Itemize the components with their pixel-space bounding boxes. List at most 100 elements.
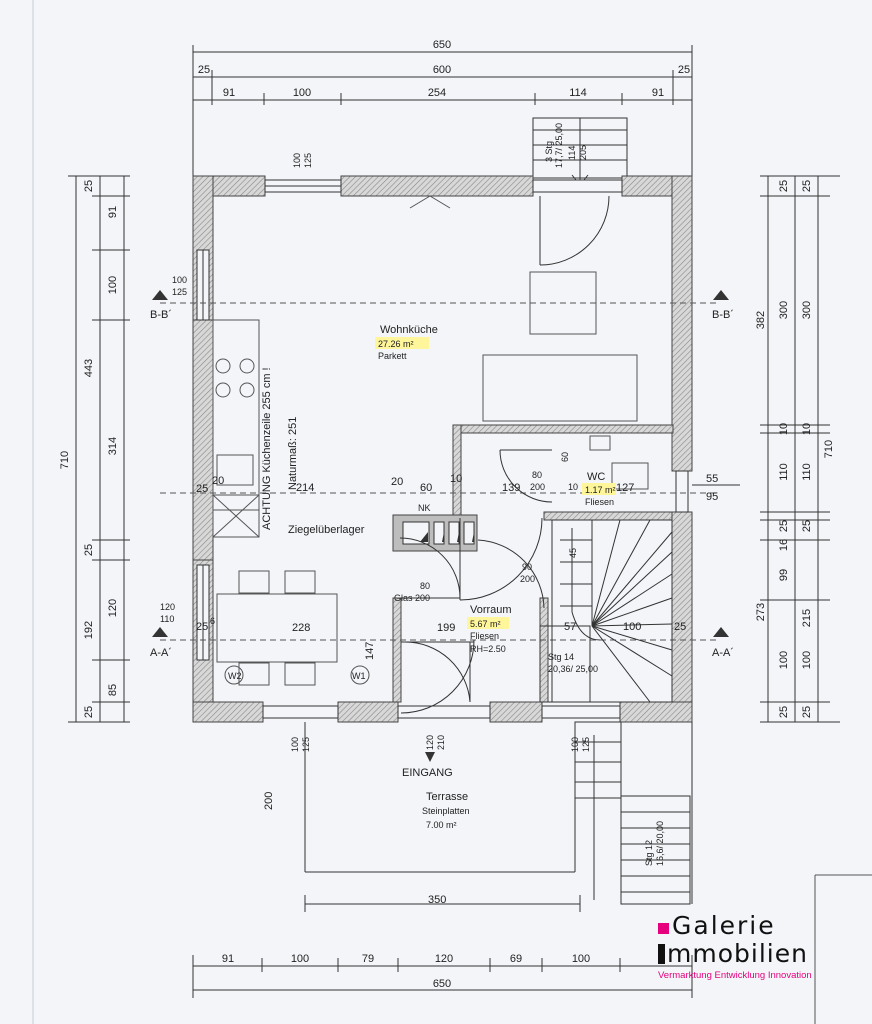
dim-bottom-seg2: 100: [291, 953, 309, 965]
label-glas-w: 80: [420, 581, 430, 591]
section-lines: [160, 302, 720, 641]
dim-top-inner: 600: [433, 64, 451, 76]
dim-top-wall-left: 25: [198, 64, 210, 76]
dim-right-s8: 110: [801, 463, 813, 481]
dim-200-door: 200: [520, 574, 535, 584]
dim-left-s6: 25: [83, 544, 95, 556]
label-stairs-main: Stg 14: [548, 652, 574, 662]
room-vorraum-rh: RH=2.50: [470, 644, 506, 654]
dim-199: 199: [437, 622, 455, 634]
dim-100-bot: 100: [290, 737, 300, 752]
dim-60-wc: 60: [560, 452, 570, 462]
top-dimensions: [192, 45, 693, 178]
label-stairs-main-rise: 20,36/ 25,00: [548, 664, 598, 674]
dim-right-s1: 25: [778, 180, 790, 192]
dim-bottom-total: 650: [433, 978, 451, 990]
label-nk: NK: [418, 503, 431, 513]
dim-terrace-200: 200: [263, 792, 275, 810]
dim-top-total: 650: [433, 39, 451, 51]
bottom-dimensions: [192, 955, 693, 998]
dim-45: 45: [568, 548, 578, 558]
highlight-wohnkueche: [375, 337, 429, 349]
dim-left-s2: 91: [107, 206, 119, 218]
dim-right-s2: 382: [755, 311, 767, 329]
dim-left-s3: 100: [107, 276, 119, 294]
dim-right-s12: 215: [801, 609, 813, 627]
brand-square-icon: [658, 923, 669, 934]
section-b-left: B-B´: [150, 309, 172, 321]
stairs-top-114: 114: [567, 146, 577, 160]
room-vorraum-floor: Fliesen: [470, 631, 499, 641]
room-vorraum-area: 5.67 m²: [470, 619, 501, 629]
nk-vents: [402, 521, 475, 545]
dim-right-s19: 55: [706, 473, 718, 485]
room-terrasse-name: Terrasse: [426, 791, 468, 803]
dim-right-s20: 95: [706, 491, 718, 503]
walls: [192, 175, 693, 723]
dim-left-s1: 25: [83, 180, 95, 192]
entrance-arrow: [425, 752, 435, 762]
label-eingang: EINGANG: [402, 767, 453, 779]
dim-125-right: 125: [581, 737, 591, 752]
dim-125-bot: 125: [301, 737, 311, 752]
dim-top-seg2: 100: [293, 87, 311, 99]
label-naturmass: Naturmaß: 251: [287, 417, 299, 490]
dim-210-door: 210: [436, 735, 446, 750]
highlight-wc: [582, 483, 616, 495]
dim-top-seg5: 91: [652, 87, 664, 99]
dim-57: 57: [564, 621, 576, 633]
label-achtung: ACHTUNG Küchenzeile 255 cm !: [261, 367, 273, 530]
brand-name-1: Galerie: [672, 911, 776, 940]
room-terrasse-area: 7.00 m²: [426, 820, 457, 830]
brand-tagline: Vermarktung Entwicklung Innovation: [658, 970, 812, 981]
windows: [196, 179, 689, 719]
stairs-top-rise: 17,7/ 25,00: [554, 123, 564, 168]
terrace: [304, 721, 693, 912]
dim-125-left: 125: [172, 287, 187, 297]
dim-125-top: 125: [303, 153, 313, 168]
dim-20: 20: [391, 476, 403, 488]
dim-right-s15: 100: [778, 651, 790, 669]
dim-bottom-seg3: 79: [362, 953, 374, 965]
section-a-left: A-A´: [150, 647, 172, 659]
dim-6: 6: [210, 616, 215, 626]
dim-bottom-seg4: 120: [435, 953, 453, 965]
dim-right-s18: 25: [801, 706, 813, 718]
main-stairs: [539, 519, 673, 703]
dim-right-s7: 110: [778, 463, 790, 481]
dim-left-total: 710: [59, 451, 71, 469]
room-vorraum-name: Vorraum: [470, 604, 512, 616]
section-a-right: A-A´: [712, 647, 734, 659]
dim-60: 60: [420, 482, 432, 494]
dim-100-top: 100: [292, 153, 302, 168]
room-wc-floor: Fliesen: [585, 497, 614, 507]
dim-bottom-seg5: 69: [510, 953, 522, 965]
left-dimensions: [68, 175, 130, 723]
dim-left-s9: 85: [107, 684, 119, 696]
dim-top-seg1: 91: [223, 87, 235, 99]
room-wohnkueche-area: 27.26 m²: [378, 339, 414, 349]
label-w1: W1: [352, 671, 366, 681]
dim-top-seg4: 114: [569, 87, 587, 99]
dim-right-s5: 10: [778, 423, 790, 435]
dim-24: 25: [196, 621, 208, 633]
section-markers: [152, 290, 729, 637]
brand-bar-icon: [658, 944, 665, 964]
dim-214: 214: [296, 482, 314, 494]
dim-right-s13: 16: [778, 539, 790, 551]
dim-25-stair: 25: [674, 621, 686, 633]
dim-top-wall-right: 25: [678, 64, 690, 76]
dim-100-right: 100: [570, 737, 580, 752]
dim-120-left: 120: [160, 602, 175, 612]
dim-left-s4: 443: [83, 359, 95, 377]
dim-left-s5: 314: [107, 437, 119, 455]
label-glas: Glas 200: [394, 593, 430, 603]
dim-110-left: 110: [160, 614, 174, 624]
dim-right-s6: 10: [801, 423, 813, 435]
dim-100-left: 100: [172, 275, 187, 285]
doors: [399, 195, 610, 714]
dim-200-wc: 200: [530, 482, 545, 492]
room-wohnkueche-floor: Parkett: [378, 351, 407, 361]
furniture: [212, 195, 649, 686]
